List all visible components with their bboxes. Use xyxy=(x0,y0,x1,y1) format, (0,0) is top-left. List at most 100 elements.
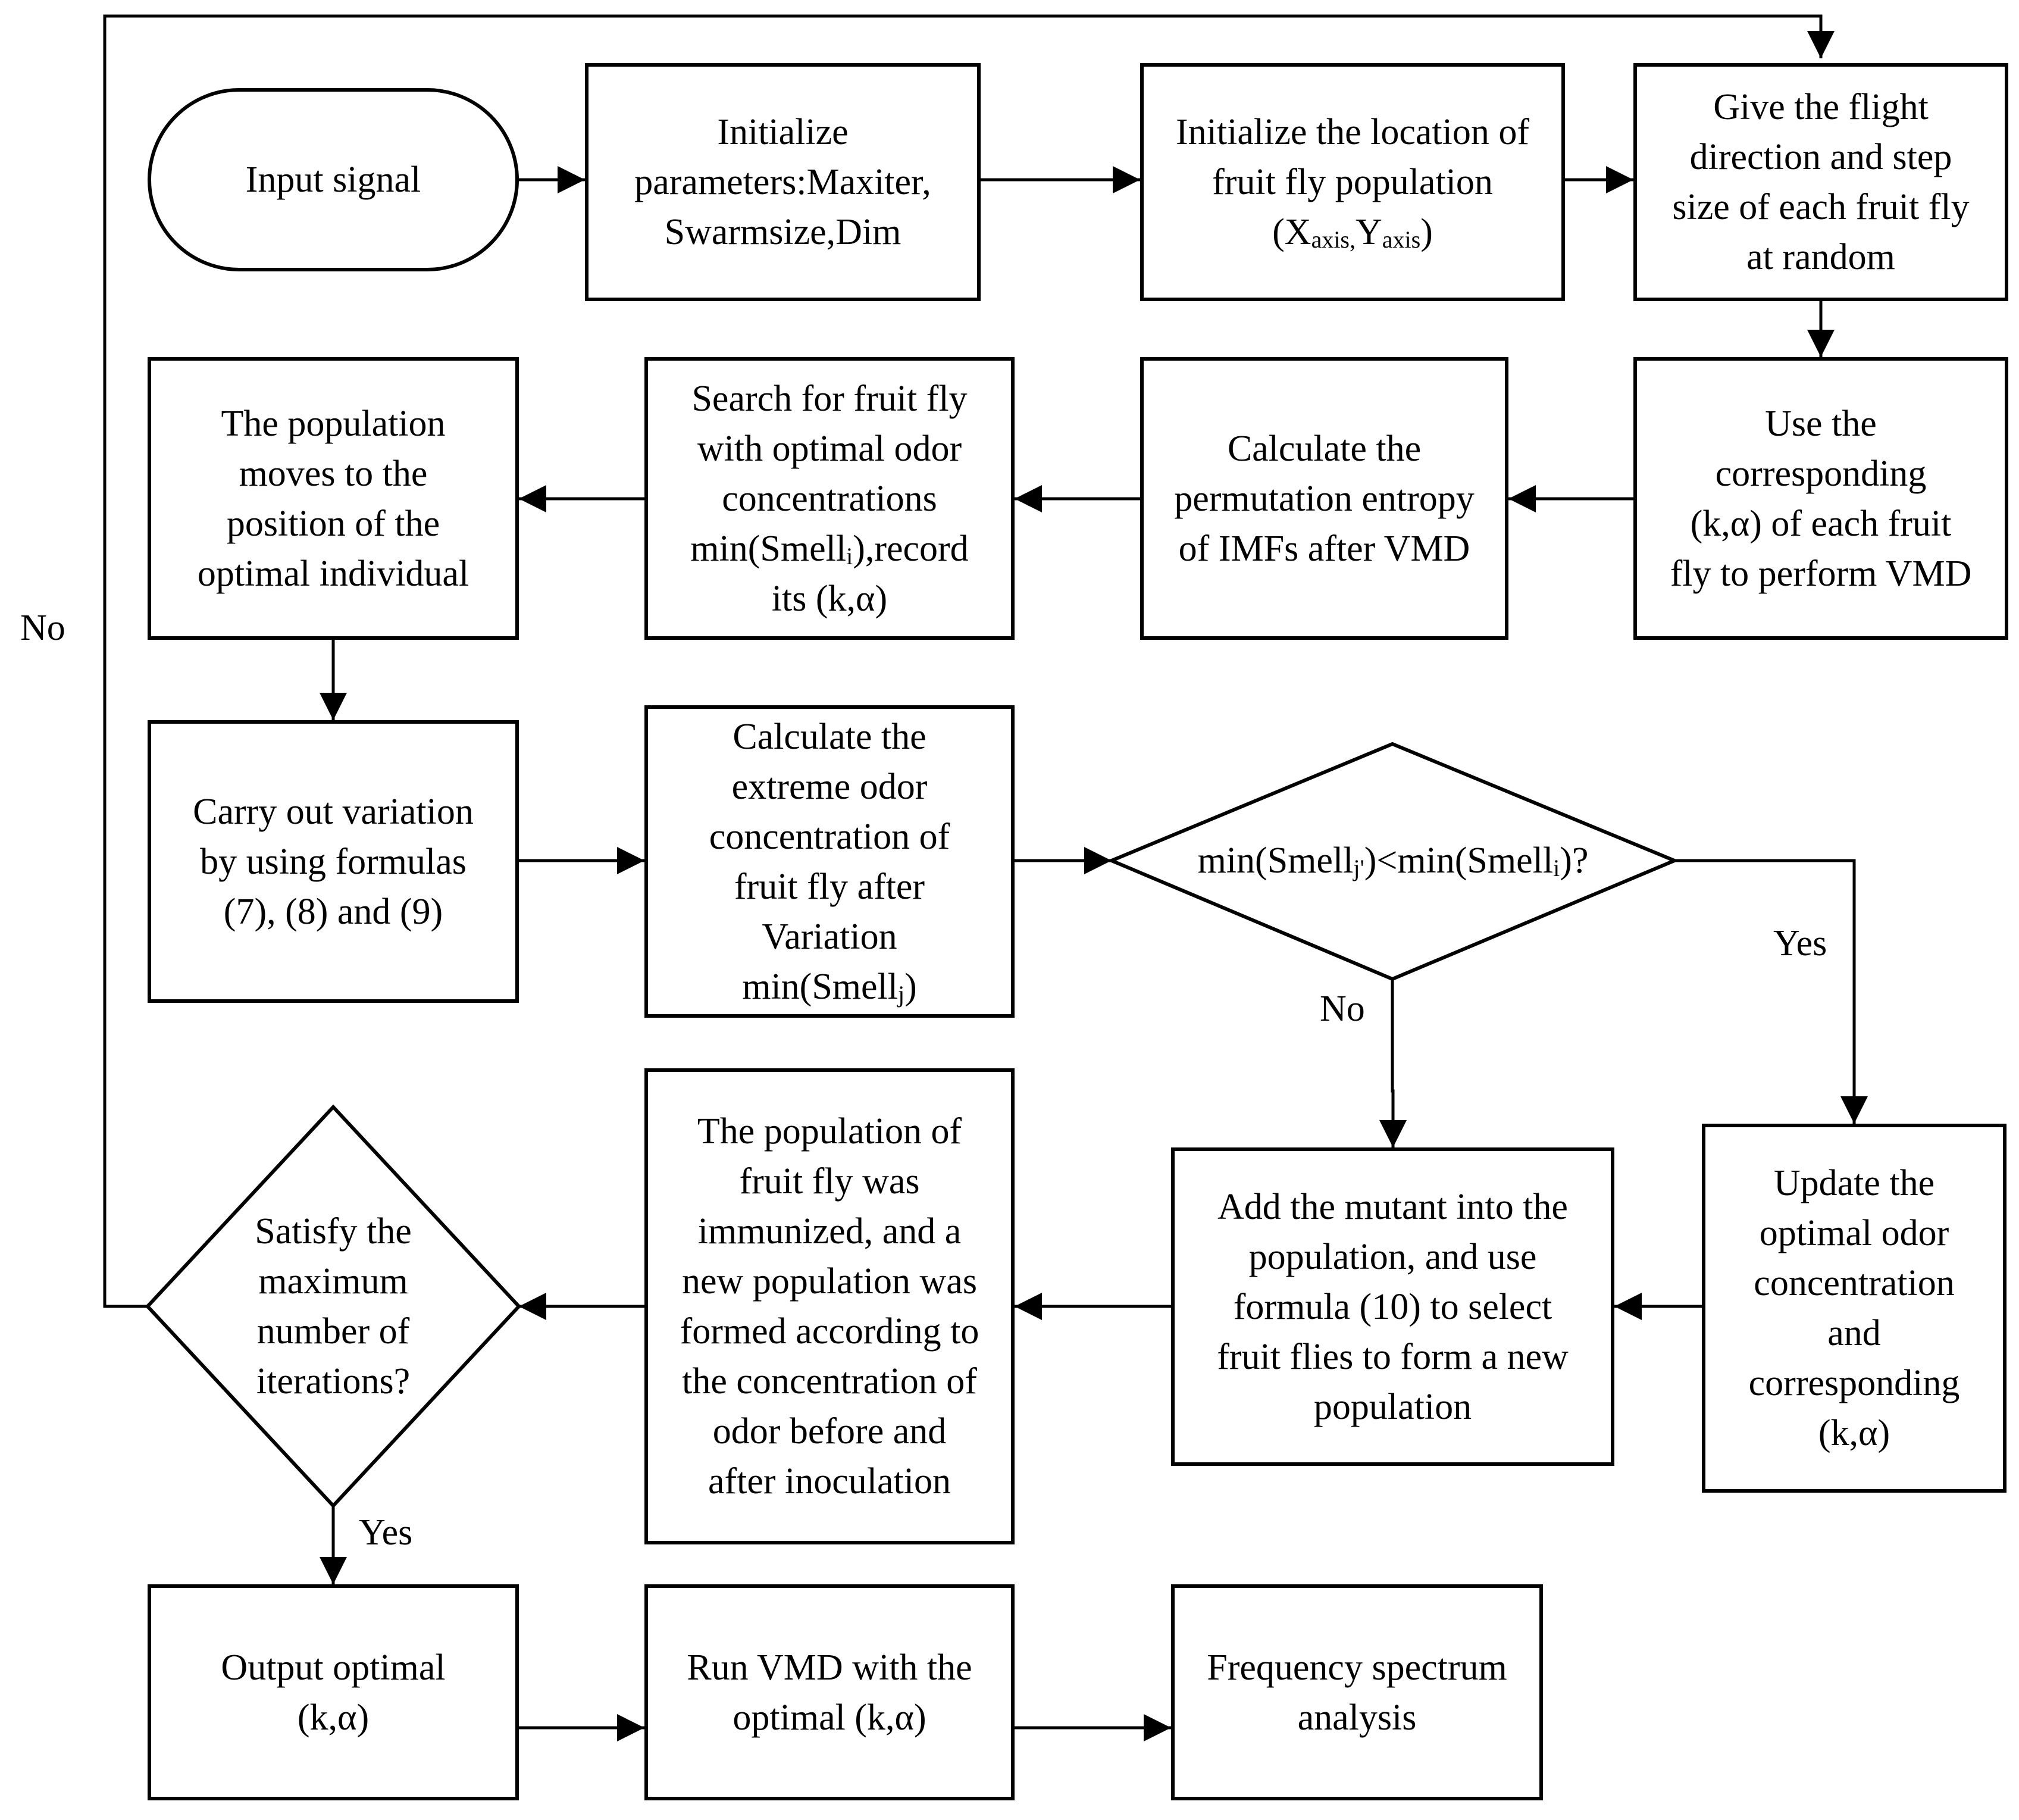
immunized-line-3: immunized, and a xyxy=(697,1211,962,1252)
init-params-box: Initialize parameters:Maxiter, Swarmsize… xyxy=(585,63,981,301)
update-optimal-line-5: corresponding xyxy=(1748,1363,1960,1403)
spectrum-box: Frequency spectrum analysis xyxy=(1171,1584,1543,1800)
calc-entropy-box: Calculate the permutation entropy of IMF… xyxy=(1140,357,1508,640)
decision-compare-shape xyxy=(1107,742,1679,981)
decision-iterations-text: Satisfy the maximum number of iterations… xyxy=(148,1184,519,1428)
carry-variation-box: Carry out variation by using formulas (7… xyxy=(148,720,519,1003)
extreme-l6-sub: j xyxy=(898,980,905,1008)
cmp-mid: )<min(Smell xyxy=(1364,840,1554,881)
population-moves-line-4: optimal individual xyxy=(197,553,469,594)
coord-y: Y xyxy=(1356,212,1382,252)
init-location-box: Initialize the location of fruit fly pop… xyxy=(1140,63,1565,301)
edge-compare-yes xyxy=(1674,859,1868,1124)
calc-extreme-line-6: min(Smellj) xyxy=(742,962,917,1012)
calc-extreme-line-2: extreme odor xyxy=(731,766,928,807)
update-optimal-box: Update the optimal odor concentration an… xyxy=(1702,1124,2007,1493)
calc-entropy-line-1: Calculate the xyxy=(1227,428,1422,469)
search-optimal-line-4: min(Smelli),record xyxy=(690,524,968,574)
output-optimal-box: Output optimal (k,α) xyxy=(148,1584,519,1800)
extreme-l6-post: ) xyxy=(904,966,917,1007)
population-moves-line-3: position of the xyxy=(226,503,440,544)
decision-iterations-line-2: maximum xyxy=(258,1261,408,1302)
init-location-line-2: fruit fly population xyxy=(1212,162,1493,202)
init-params-line-3: Swarmsize,Dim xyxy=(664,212,901,252)
use-corresponding-box: Use the corresponding (k,α) of each frui… xyxy=(1633,357,2008,640)
init-location-line-1: Initialize the location of xyxy=(1176,112,1529,152)
update-optimal-line-2: optimal odor xyxy=(1759,1213,1949,1253)
run-vmd-line-2: optimal (k,α) xyxy=(733,1697,926,1738)
search-optimal-box: Search for fruit fly with optimal odor c… xyxy=(644,357,1015,640)
input-signal-terminal: Input signal xyxy=(148,88,519,271)
coord-y-sub: axis xyxy=(1382,226,1421,253)
give-direction-line-2: direction and step xyxy=(1689,137,1952,177)
population-moves-box: The population moves to the position of … xyxy=(148,357,519,640)
immunized-line-4: new population was xyxy=(682,1261,977,1302)
search-optimal-line-3: concentrations xyxy=(722,478,937,519)
carry-variation-line-2: by using formulas xyxy=(200,841,467,882)
immunized-line-2: fruit fly was xyxy=(739,1161,920,1202)
immunized-line-7: odor before and xyxy=(712,1411,947,1452)
decision-compare-text: min(Smellj')<min(Smelli)? xyxy=(1112,831,1674,890)
edge-compare-no xyxy=(1379,979,1407,1147)
add-mutant-line-2: population, and use xyxy=(1248,1236,1537,1277)
coord-x-sub: axis, xyxy=(1311,226,1356,253)
search-l4-post: ),record xyxy=(853,528,969,569)
carry-variation-line-3: (7), (8) and (9) xyxy=(223,891,443,932)
search-l4-sub: i xyxy=(846,542,853,570)
update-optimal-line-6: (k,α) xyxy=(1818,1413,1890,1453)
init-params-line-2: parameters:Maxiter, xyxy=(634,162,931,202)
calc-extreme-line-4: fruit fly after xyxy=(734,866,925,907)
calc-entropy-line-2: permutation entropy xyxy=(1174,478,1475,519)
output-optimal-line-1: Output optimal xyxy=(221,1647,446,1688)
calc-extreme-line-5: Variation xyxy=(762,916,897,957)
immunized-line-6: the concentration of xyxy=(682,1361,977,1402)
calc-extreme-line-1: Calculate the xyxy=(733,716,926,757)
label-iter-yes: Yes xyxy=(359,1512,413,1553)
search-l4-pre: min(Smell xyxy=(690,528,847,569)
search-optimal-line-2: with optimal odor xyxy=(697,428,962,469)
give-direction-line-4: at random xyxy=(1746,237,1895,277)
population-moves-line-2: moves to the xyxy=(239,453,428,494)
cmp-pre: min(Smell xyxy=(1197,840,1354,881)
immunized-box: The population of fruit fly was immunize… xyxy=(644,1068,1015,1544)
update-optimal-line-1: Update the xyxy=(1773,1163,1935,1203)
add-mutant-line-1: Add the mutant into the xyxy=(1217,1186,1568,1227)
calc-extreme-line-3: concentration of xyxy=(709,816,950,857)
use-corresponding-line-1: Use the xyxy=(1765,403,1877,444)
carry-variation-line-1: Carry out variation xyxy=(193,791,474,832)
update-optimal-line-4: and xyxy=(1827,1313,1881,1353)
immunized-line-8: after inoculation xyxy=(708,1461,951,1502)
coord-x: X xyxy=(1284,212,1311,252)
cmp-sub2: i xyxy=(1553,855,1560,881)
label-compare-yes: Yes xyxy=(1773,923,1827,964)
search-optimal-line-1: Search for fruit fly xyxy=(691,378,968,419)
calc-entropy-line-3: of IMFs after VMD xyxy=(1178,528,1470,569)
use-corresponding-line-2: corresponding xyxy=(1715,453,1927,494)
give-direction-line-3: size of each fruit fly xyxy=(1672,187,1970,227)
add-mutant-line-5: population xyxy=(1313,1386,1472,1427)
run-vmd-line-1: Run VMD with the xyxy=(687,1647,972,1688)
run-vmd-box: Run VMD with the optimal (k,α) xyxy=(644,1584,1015,1800)
calc-extreme-box: Calculate the extreme odor concentration… xyxy=(644,705,1015,1018)
init-params-line-1: Initialize xyxy=(717,112,849,152)
give-direction-line-1: Give the flight xyxy=(1713,87,1929,127)
decision-iterations-line-1: Satisfy the xyxy=(255,1211,412,1252)
use-corresponding-line-3: (k,α) of each fruit xyxy=(1690,503,1952,544)
population-moves-line-1: The population xyxy=(221,403,446,444)
label-compare-no: No xyxy=(1320,989,1365,1029)
give-direction-box: Give the flight direction and step size … xyxy=(1633,63,2008,301)
decision-compare-line: min(Smellj')<min(Smelli)? xyxy=(1198,836,1589,886)
add-mutant-line-4: fruit flies to form a new xyxy=(1217,1336,1569,1377)
spectrum-line-2: analysis xyxy=(1297,1697,1417,1738)
output-optimal-line-2: (k,α) xyxy=(297,1697,370,1738)
update-optimal-line-3: concentration xyxy=(1754,1263,1955,1303)
add-mutant-box: Add the mutant into the population, and … xyxy=(1171,1147,1614,1466)
search-optimal-line-5: its (k,α) xyxy=(771,578,888,619)
add-mutant-line-3: formula (10) to select xyxy=(1233,1286,1552,1327)
cmp-sub1: j' xyxy=(1353,855,1364,881)
decision-iterations-shape xyxy=(145,1104,522,1509)
use-corresponding-line-4: fly to perform VMD xyxy=(1670,553,1972,594)
spectrum-line-1: Frequency spectrum xyxy=(1207,1647,1507,1688)
